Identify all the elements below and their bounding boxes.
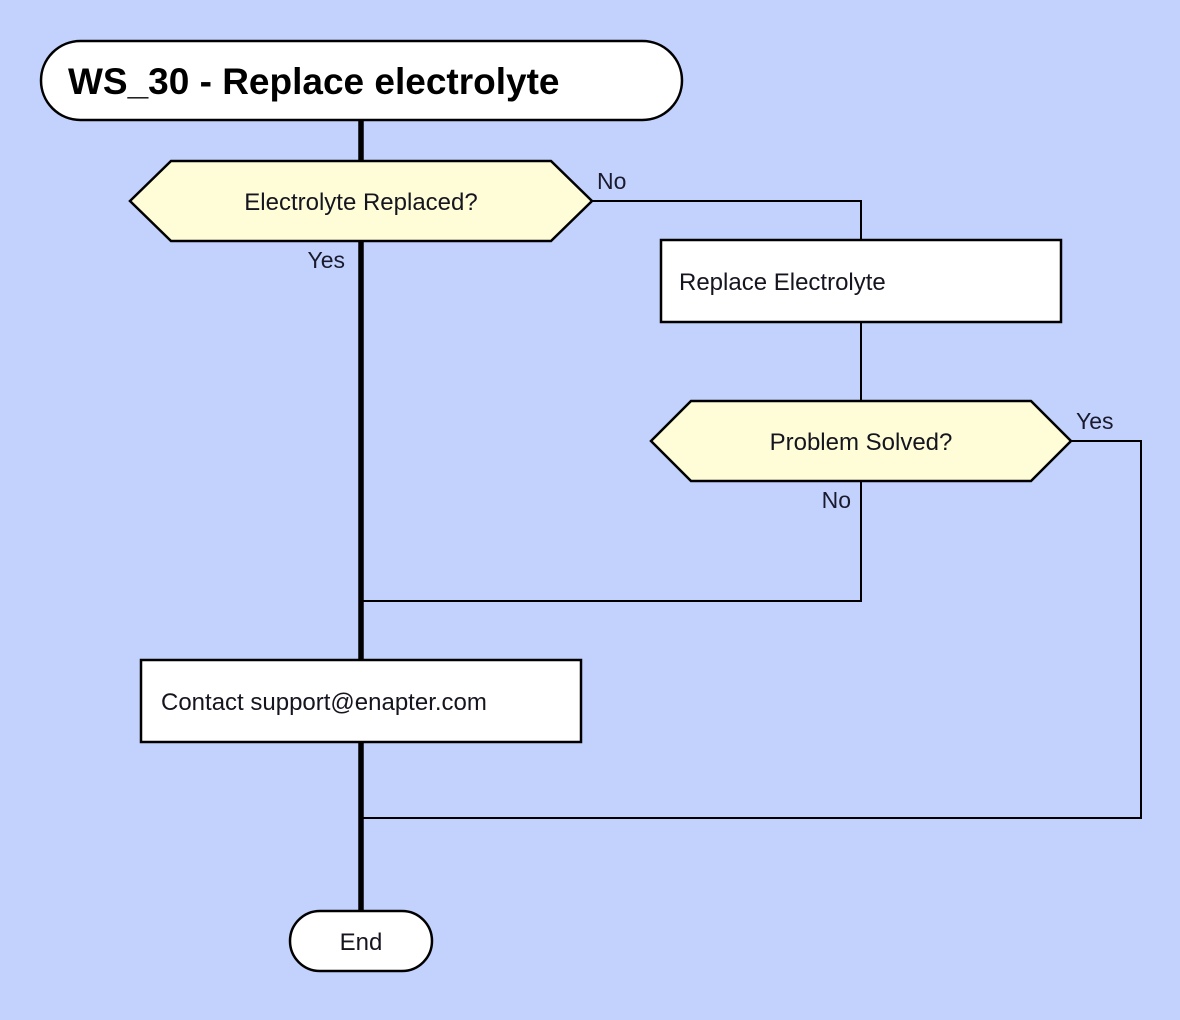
end-node-shape xyxy=(288,909,434,973)
process-contact-shape xyxy=(139,658,583,744)
process-replace-label: Replace Electrolyte xyxy=(679,269,886,296)
decision-electrolyte-shape xyxy=(128,159,594,243)
edge-label-electrolyte-yes: Yes xyxy=(307,247,345,273)
node-start[interactable]: WS_30 - Replace electrolyte xyxy=(39,39,684,122)
decision-solved-label: Problem Solved? xyxy=(770,429,953,456)
node-process-replace[interactable]: Replace Electrolyte xyxy=(659,238,1063,324)
decision-solved-shape xyxy=(649,399,1073,483)
start-node-label: WS_30 - Replace electrolyte xyxy=(68,61,560,102)
node-end[interactable]: End xyxy=(288,909,434,973)
process-replace-shape xyxy=(659,238,1063,324)
edge-label-solved-yes: Yes xyxy=(1076,408,1114,434)
node-process-contact[interactable]: Contact support@enapter.com xyxy=(139,658,583,744)
edge-solved-yes xyxy=(361,440,1142,819)
node-decision-solved[interactable]: Problem Solved? xyxy=(649,399,1073,483)
edge-label-electrolyte-no: No xyxy=(597,168,626,194)
edge-solved-no xyxy=(361,481,862,602)
process-contact-label: Contact support@enapter.com xyxy=(161,689,487,716)
start-node-shape xyxy=(39,39,684,122)
end-node-label: End xyxy=(340,929,383,956)
decision-electrolyte-label: Electrolyte Replaced? xyxy=(244,189,477,216)
edge-label-solved-no: No xyxy=(822,487,851,513)
node-decision-electrolyte[interactable]: Electrolyte Replaced? xyxy=(128,159,594,243)
edge-electrolyte-no xyxy=(592,200,862,240)
